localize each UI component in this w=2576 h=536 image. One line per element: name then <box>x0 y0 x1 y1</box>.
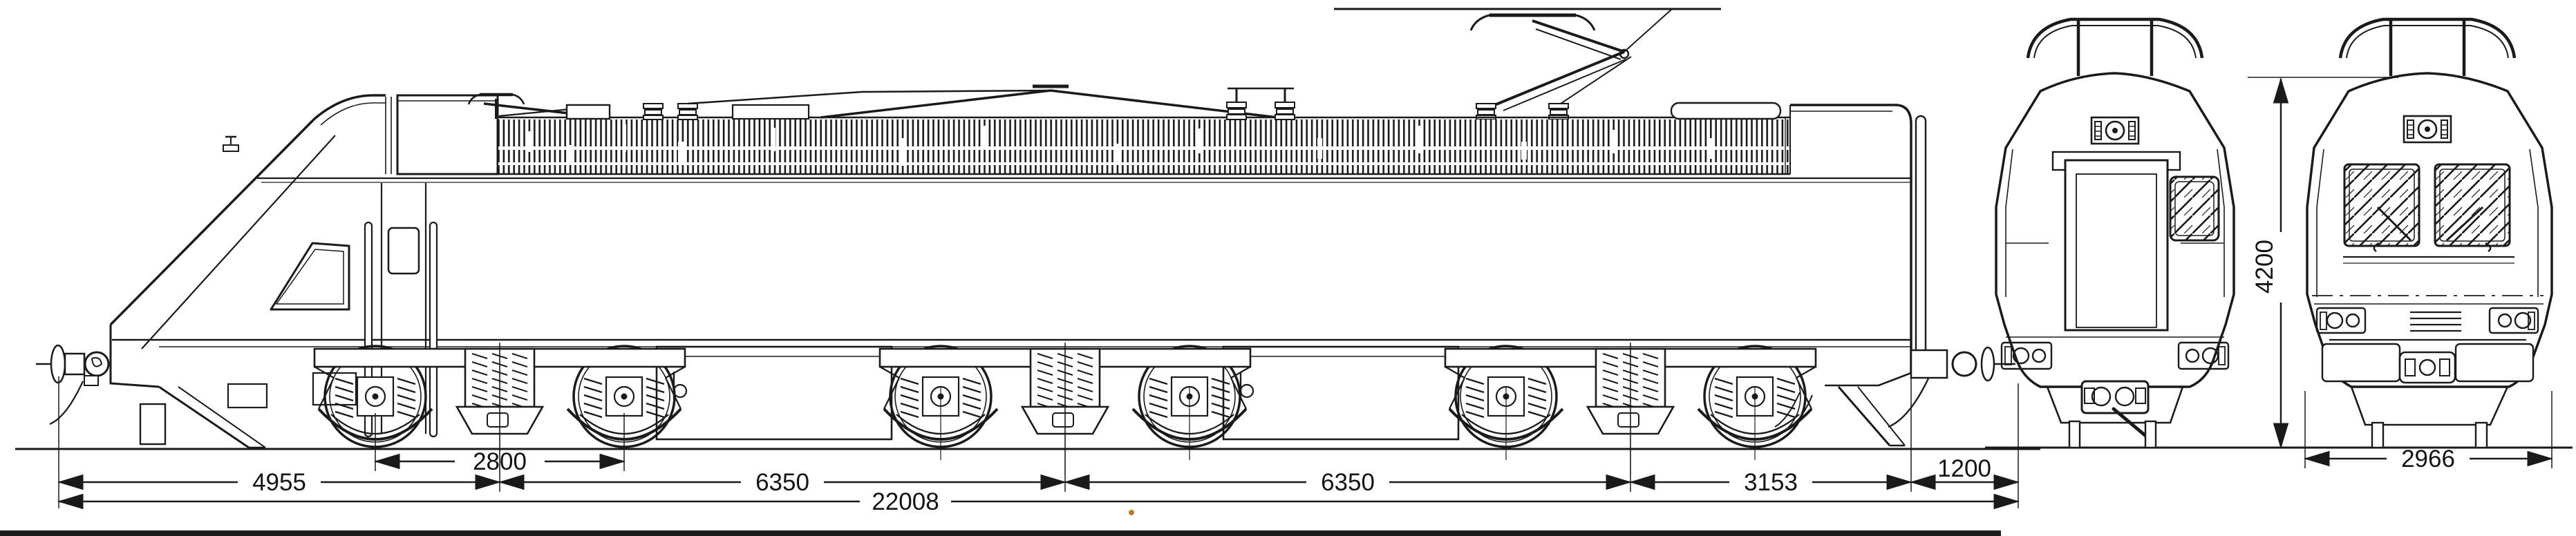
roof-horn <box>223 135 239 152</box>
roof-vent-box <box>731 104 810 120</box>
roof-equipment-box <box>396 94 499 175</box>
rear-body-outline <box>1995 72 2235 388</box>
windshield-left <box>2343 163 2420 252</box>
door-handrail-right <box>429 221 438 438</box>
scan-speck <box>1129 510 1134 515</box>
dimension-lines <box>57 77 2554 510</box>
pantograph-folded-front <box>467 93 611 120</box>
underbody-box-2 <box>1222 345 1460 441</box>
dim-body-height: 4200 <box>2251 240 2278 294</box>
side-elevation-view <box>15 8 2040 477</box>
dim-bogie-spacing-2: 6350 <box>1321 469 1375 496</box>
dim-body-width: 2966 <box>2401 446 2455 472</box>
dim-total-length: 22008 <box>872 488 939 515</box>
dimension-labels: 2800 4955 6350 6350 3153 1200 22008 2966… <box>252 240 2455 515</box>
front-lamp-cluster-right <box>2488 307 2539 334</box>
rear-lamp-cluster-right <box>2177 341 2230 370</box>
marker-light-box-front <box>2403 115 2452 144</box>
roof-band-texture-breaks <box>498 124 1790 166</box>
windshield-right <box>2434 163 2511 252</box>
dimensioning: 2800 4955 6350 6350 3153 1200 22008 2966… <box>57 77 2554 515</box>
locomotive-body-side <box>109 94 1930 447</box>
cab-side-window <box>270 242 350 311</box>
rear-lamp-cluster-left <box>2000 341 2053 370</box>
front-louvers <box>2410 311 2461 332</box>
front-coupler <box>36 344 110 425</box>
roof-hatched-band <box>497 105 1791 175</box>
roof-conduit-assembly <box>820 84 1295 120</box>
rear-handrail <box>1915 115 1927 365</box>
front-lamp-cluster-left <box>2315 307 2367 334</box>
pantograph-horns-front <box>2340 19 2514 76</box>
door-window <box>387 227 420 275</box>
front-coupler-face <box>2398 351 2456 384</box>
front-pilot-view <box>2350 386 2509 449</box>
front-end-view <box>2306 19 2553 449</box>
roof-rear-fairing <box>1670 102 1782 120</box>
dim-bogie-wheelbase: 2800 <box>473 448 527 475</box>
pantograph-horns-rear <box>2028 19 2202 76</box>
dim-bogie-spacing-1: 6350 <box>755 469 809 496</box>
scan-edge-artifact <box>0 530 2001 536</box>
rear-center-door <box>2064 159 2169 332</box>
dim-rear-overhang: 1200 <box>1937 455 1991 482</box>
rear-end-view <box>1985 19 2573 449</box>
rear-coupler-front-face <box>2080 380 2150 440</box>
front-skirt-panel-left <box>2321 343 2401 383</box>
dim-front-overhang: 4955 <box>252 469 306 496</box>
marker-light-box-rear <box>2090 116 2140 145</box>
rear-coupler <box>1774 346 2015 428</box>
pantograph-raised <box>1469 13 1632 120</box>
catenary-wire <box>1334 8 1721 52</box>
front-skirt-panel-right <box>2454 343 2535 383</box>
dim-rear-section: 3153 <box>1744 469 1798 496</box>
axle-centerlines <box>940 387 1756 460</box>
roof-insulators-front <box>643 90 863 120</box>
rear-window <box>2169 175 2220 242</box>
underbody-box-1 <box>655 345 893 441</box>
rear-pilot <box>2046 386 2184 449</box>
front-pilot <box>139 383 268 449</box>
